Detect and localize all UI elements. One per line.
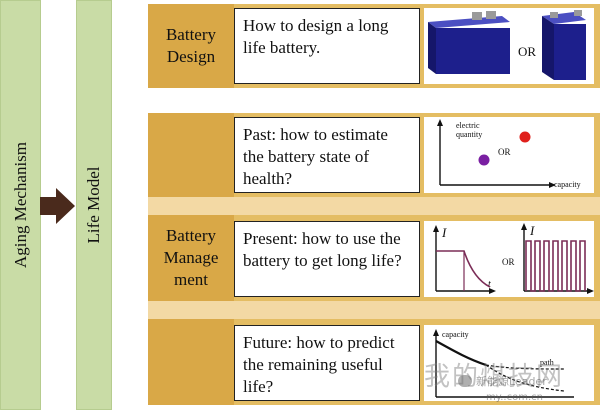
past-ylabel-line2: quantity: [456, 130, 482, 139]
future-path-label: path: [540, 358, 554, 367]
watermark-url: my..com.cn: [486, 392, 543, 403]
pulse-curve: [525, 240, 586, 292]
future-illustration: capacity path: [424, 325, 594, 401]
or-label-design: OR: [518, 44, 536, 59]
present-question-box: Present: how to use the battery to get l…: [234, 221, 420, 297]
separator-band-2: [148, 301, 600, 319]
future-question-text: Future: how to predict the remaining use…: [243, 333, 395, 396]
management-sep-1: [148, 197, 234, 215]
cccv-curve: [436, 250, 491, 288]
present-left-t-label: t: [488, 279, 491, 290]
point-purple: [478, 154, 490, 166]
point-red: [519, 131, 531, 143]
design-question-box: How to design a long life battery.: [234, 8, 420, 84]
present-left-ylabel: I: [441, 225, 447, 240]
or-label-past: OR: [498, 147, 511, 157]
present-right-ylabel: I: [529, 223, 535, 238]
battery-design-box: Battery Design: [148, 4, 234, 88]
aging-mechanism-label: Aging Mechanism: [10, 141, 30, 269]
past-xlabel: capacity: [554, 180, 581, 189]
battery-design-label: Battery Design: [165, 25, 217, 66]
life-model-column: Life Model: [76, 0, 112, 410]
management-sep-2: [148, 301, 234, 319]
future-question-box: Future: how to predict the remaining use…: [234, 325, 420, 401]
aging-mechanism-column: Aging Mechanism: [0, 0, 41, 410]
watermark-badge: 新能源Leader: [458, 372, 594, 390]
separator-band-1: [148, 197, 600, 215]
future-ylabel: capacity: [442, 330, 469, 339]
design-illustration: OR: [424, 8, 594, 84]
design-question-text: How to design a long life battery.: [243, 16, 389, 57]
past-question-text: Past: how to estimate the battery state …: [243, 125, 388, 188]
battery-images: OR: [428, 10, 586, 80]
battery-management-box: [148, 113, 234, 405]
battery-management-label: Battery Manage ment: [163, 226, 219, 289]
present-question-text: Present: how to use the battery to get l…: [243, 229, 402, 270]
present-illustration: I t OR I: [424, 221, 594, 297]
battery-management-label-wrap: Battery Manage ment: [148, 222, 234, 294]
capacity-curve-dashed-2: [485, 364, 565, 392]
capacity-curve-dashed-1: [485, 364, 565, 370]
wechat-icon: [458, 375, 472, 387]
or-label-present: OR: [502, 257, 515, 267]
past-question-box: Past: how to estimate the battery state …: [234, 117, 420, 193]
past-illustration: electric quantity capacity OR: [424, 117, 594, 193]
life-model-label: Life Model: [84, 166, 103, 244]
arrow-right-icon: [40, 186, 76, 226]
watermark-sub: 新能源Leader: [476, 375, 547, 388]
watermark-main: 我的煤技网: [424, 362, 565, 392]
capacity-curve-solid: [435, 340, 487, 367]
past-ylabel-line1: electric: [456, 121, 480, 130]
